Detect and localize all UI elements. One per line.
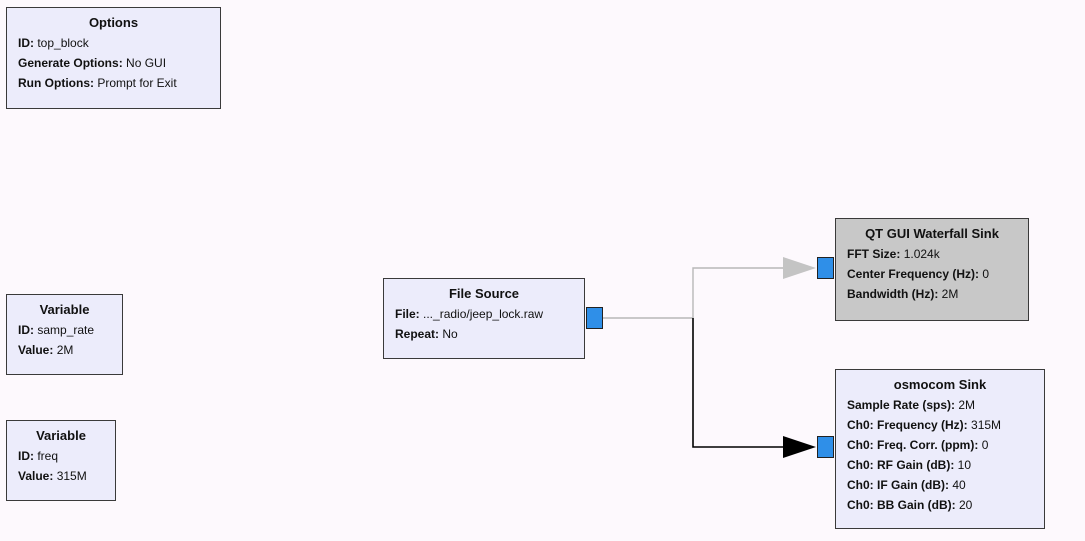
param-generate-options: Generate Options: No GUI xyxy=(18,56,167,70)
param-bb-gain: Ch0: BB Gain (dB): 20 xyxy=(847,498,973,512)
connection-line-enabled[interactable] xyxy=(692,318,783,448)
block-title: Variable xyxy=(39,302,90,317)
connection-line-disabled[interactable] xyxy=(603,267,783,319)
file-source-output-port[interactable] xyxy=(586,307,603,329)
osmocom-sink-input-port[interactable] xyxy=(817,436,834,458)
param-id: ID: freq xyxy=(18,449,59,463)
block-title: Options xyxy=(88,15,139,30)
param-if-gain: Ch0: IF Gain (dB): 40 xyxy=(847,478,966,492)
param-run-options: Run Options: Prompt for Exit xyxy=(18,76,177,90)
param-value: Value: 315M xyxy=(18,469,87,483)
param-sample-rate: Sample Rate (sps): 2M xyxy=(847,398,976,412)
waterfall-sink-block[interactable]: QT GUI Waterfall Sink FFT Size: 1.024k C… xyxy=(835,218,1029,321)
block-title: Variable xyxy=(36,428,86,443)
variable-samp-rate-block[interactable]: Variable ID: samp_rate Value: 2M xyxy=(6,294,123,375)
block-title: osmocom Sink xyxy=(893,377,987,392)
param-id: ID: top_block xyxy=(18,36,89,50)
block-title: QT GUI Waterfall Sink xyxy=(865,226,999,241)
file-source-block[interactable]: File Source File: ..._radio/jeep_lock.ra… xyxy=(383,278,585,359)
param-repeat: Repeat: No xyxy=(395,327,458,341)
waterfall-sink-input-port[interactable] xyxy=(817,257,834,279)
variable-freq-block[interactable]: Variable ID: freq Value: 315M xyxy=(6,420,116,501)
param-bandwidth: Bandwidth (Hz): 2M xyxy=(847,287,959,301)
block-title: File Source xyxy=(448,286,520,301)
param-fft-size: FFT Size: 1.024k xyxy=(847,247,940,261)
param-file: File: ..._radio/jeep_lock.raw xyxy=(395,307,544,321)
param-frequency: Ch0: Frequency (Hz): 315M xyxy=(847,418,1002,432)
param-freq-corr: Ch0: Freq. Corr. (ppm): 0 xyxy=(847,438,989,452)
osmocom-sink-block[interactable]: osmocom Sink Sample Rate (sps): 2M Ch0: … xyxy=(835,369,1045,529)
options-block[interactable]: Options ID: top_block Generate Options: … xyxy=(6,7,221,109)
param-center-frequency: Center Frequency (Hz): 0 xyxy=(847,267,990,281)
connection-file-source-to-osmocom[interactable] xyxy=(692,318,816,458)
connection-file-source-to-waterfall[interactable] xyxy=(603,257,816,319)
param-value: Value: 2M xyxy=(18,343,74,357)
param-rf-gain: Ch0: RF Gain (dB): 10 xyxy=(847,458,972,472)
arrowhead-disabled xyxy=(783,257,816,279)
arrowhead-enabled xyxy=(783,436,816,458)
param-id: ID: samp_rate xyxy=(18,323,95,337)
